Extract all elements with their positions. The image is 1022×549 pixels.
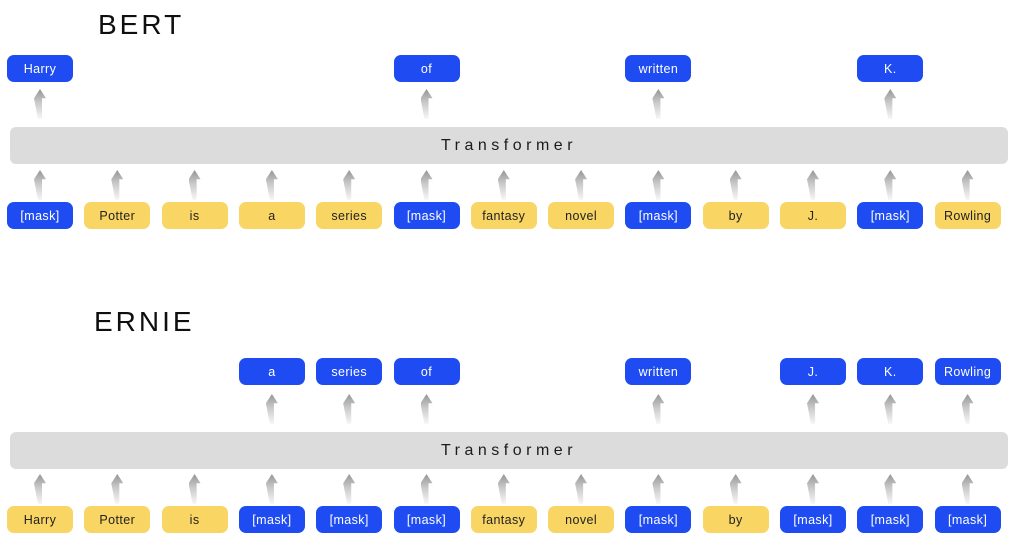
- ernie-output-token-12: Rowling: [934, 358, 1001, 385]
- bert-output-token-0: Harry: [7, 55, 73, 82]
- up-arrow-icon: [420, 394, 433, 424]
- up-arrow-icon: [652, 394, 665, 424]
- bert-input-token-12: Rowling: [934, 202, 1001, 229]
- bert-transformer-bar: Transformer: [10, 127, 1008, 164]
- up-arrow-icon: [265, 474, 278, 504]
- ernie-input-token-11: [mask]: [857, 506, 924, 533]
- ernie-output-token-4: series: [316, 358, 383, 385]
- up-arrow-icon: [884, 474, 897, 504]
- ernie-input-token-3: [mask]: [238, 506, 305, 533]
- up-arrow-icon: [265, 394, 278, 424]
- bert-input-token-8: [mask]: [625, 202, 692, 229]
- bert-output-token-5: of: [393, 55, 460, 82]
- up-arrow-icon: [807, 394, 819, 424]
- ernie-input-token-8: [mask]: [625, 506, 692, 533]
- bert-output-token-11: K.: [857, 55, 924, 82]
- bert-input-token-1: Potter: [84, 202, 151, 229]
- up-arrow-icon: [343, 474, 356, 504]
- ernie-input-token-9: by: [702, 506, 769, 533]
- bert-input-token-9: by: [702, 202, 769, 229]
- ernie-transformer-bar: Transformer: [10, 432, 1008, 469]
- ernie-output-token-5: of: [393, 358, 460, 385]
- ernie-title: ERNIE: [94, 306, 195, 337]
- up-arrow-icon: [111, 474, 124, 504]
- up-arrow-icon: [884, 394, 897, 424]
- up-arrow-icon: [961, 474, 974, 504]
- bert-input-token-5: [mask]: [393, 202, 460, 229]
- up-arrow-icon: [34, 474, 46, 504]
- up-arrow-icon: [420, 474, 433, 504]
- ernie-input-token-5: [mask]: [393, 506, 460, 533]
- ernie-input-token-2: is: [161, 506, 228, 533]
- ernie-input-token-7: novel: [548, 506, 615, 533]
- bert-output-token-8: written: [625, 55, 692, 82]
- bert-input-token-2: is: [161, 202, 228, 229]
- ernie-transformer-label: Transformer: [440, 441, 578, 459]
- bert-input-token-10: J.: [780, 202, 846, 229]
- bert-title: BERT: [98, 9, 185, 40]
- ernie-input-token-0: Harry: [7, 506, 73, 533]
- up-arrow-icon: [807, 474, 819, 504]
- up-arrow-icon: [652, 474, 665, 504]
- ernie-input-token-6: fantasy: [470, 506, 537, 533]
- up-arrow-icon: [497, 474, 510, 504]
- up-arrow-icon: [575, 474, 588, 504]
- bert-input-token-11: [mask]: [857, 202, 924, 229]
- bert-input-token-4: series: [316, 202, 383, 229]
- ernie-output-token-11: K.: [857, 358, 924, 385]
- bert-input-token-7: novel: [548, 202, 615, 229]
- ernie-output-token-10: J.: [780, 358, 846, 385]
- bert-input-token-6: fantasy: [470, 202, 537, 229]
- ernie-input-token-1: Potter: [84, 506, 151, 533]
- up-arrow-icon: [729, 474, 742, 504]
- bert-transformer-label: Transformer: [440, 136, 578, 154]
- bert-input-token-0: [mask]: [7, 202, 73, 229]
- up-arrow-icon: [188, 474, 201, 504]
- ernie-output-token-3: a: [238, 358, 305, 385]
- bert-input-token-3: a: [238, 202, 305, 229]
- up-arrow-icon: [961, 394, 974, 424]
- ernie-input-token-4: [mask]: [316, 506, 383, 533]
- up-arrow-icon: [343, 394, 356, 424]
- ernie-input-token-10: [mask]: [780, 506, 846, 533]
- ernie-output-token-8: written: [625, 358, 692, 385]
- ernie-input-token-12: [mask]: [934, 506, 1001, 533]
